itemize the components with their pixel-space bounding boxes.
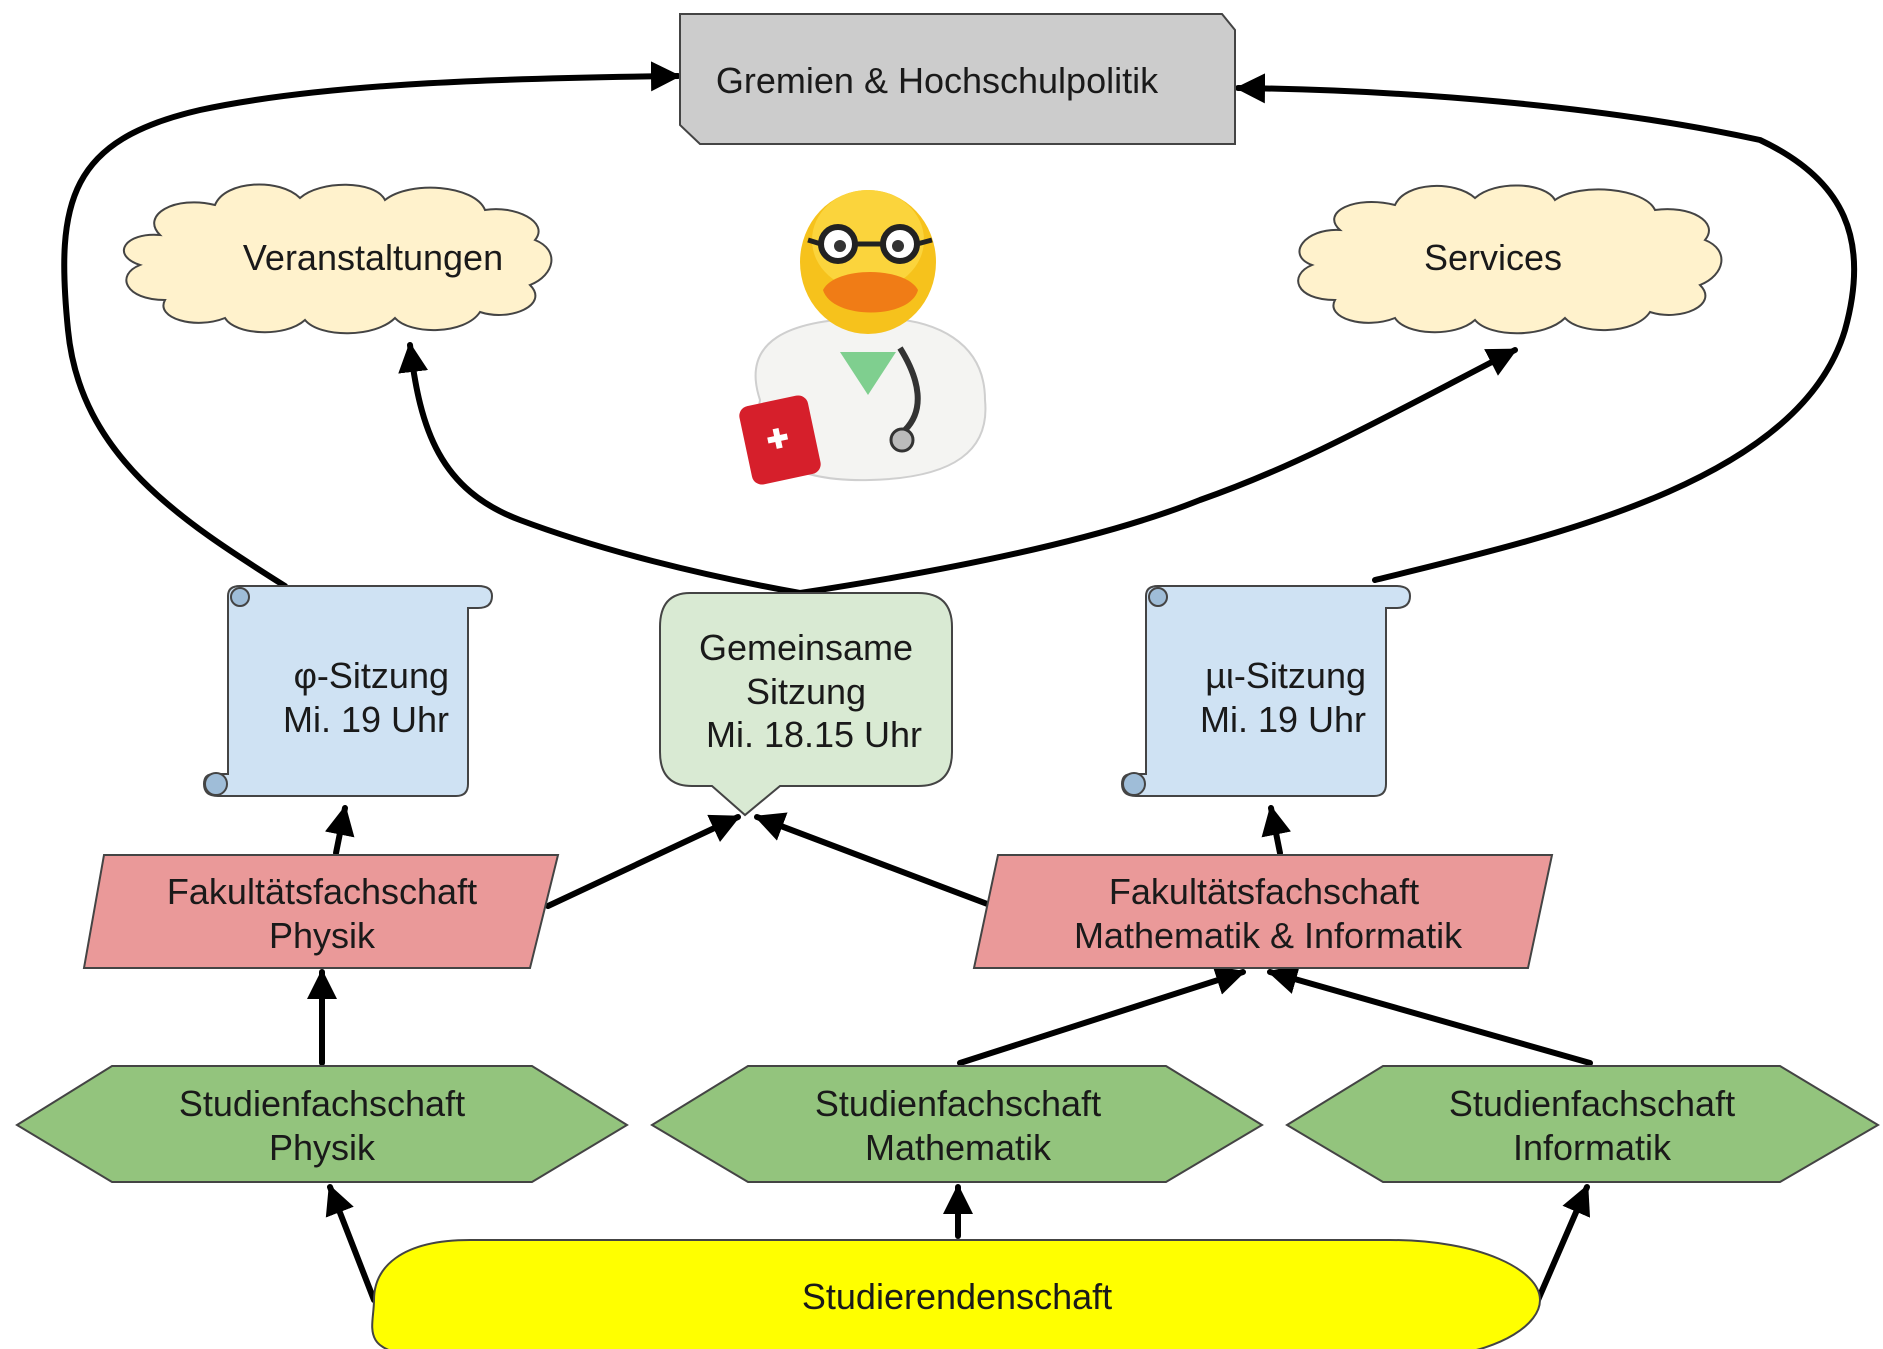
veranstaltungen-label: Veranstaltungen xyxy=(243,237,503,278)
gemeinsam-line1: Gemeinsame xyxy=(699,627,913,668)
node-stud-info: Studienfachschaft Informatik xyxy=(1285,1065,1880,1183)
fak-physik-shape xyxy=(82,854,560,969)
rubber-duck-doctor-icon xyxy=(739,190,987,485)
edge-fakmathinf-to-gemeinsam xyxy=(754,812,993,908)
cloud-veranstaltungen-shape xyxy=(123,183,553,335)
svg-text:Informatik: Informatik xyxy=(1513,1127,1672,1168)
stud-info-shape xyxy=(1285,1065,1880,1183)
node-studierendenschaft: Studierendenschaft xyxy=(371,1239,1542,1349)
svg-text:Studienfachschaft: Studienfachschaft xyxy=(815,1083,1101,1124)
node-fak-mathinf: Fakultätsfachschaft Mathematik & Informa… xyxy=(972,854,1554,969)
fak-physik-line1: Fakultätsfachschaft xyxy=(167,871,477,912)
node-stud-physik: Studienfachschaft Physik xyxy=(15,1065,629,1183)
svg-text:Gremien & Hochschulpolitik: Gremien & Hochschulpolitik xyxy=(716,60,1159,101)
cloud-services-shape xyxy=(1297,184,1723,335)
studierendenschaft-label: Studierendenschaft xyxy=(802,1276,1112,1317)
svg-text:Mi. 19 Uhr: Mi. 19 Uhr xyxy=(1200,699,1366,740)
stud-mathe-line1: Studienfachschaft xyxy=(815,1083,1101,1124)
edge-studmathe-to-fakmathinf xyxy=(957,965,1246,1066)
stud-physik-line1: Studienfachschaft xyxy=(179,1083,465,1124)
svg-text:Fakultätsfachschaft: Fakultätsfachschaft xyxy=(167,871,477,912)
node-stud-mathe: Studienfachschaft Mathematik xyxy=(650,1065,1264,1183)
svg-text:Mathematik: Mathematik xyxy=(865,1127,1052,1168)
mui-sitzung-line1: µι-Sitzung xyxy=(1205,655,1366,696)
fak-mathinf-line1: Fakultätsfachschaft xyxy=(1109,871,1419,912)
edge-mui-to-gremien xyxy=(1235,73,1858,583)
node-gremien: Gremien & Hochschulpolitik xyxy=(679,13,1236,145)
svg-text:Studienfachschaft: Studienfachschaft xyxy=(1449,1083,1735,1124)
svg-text:Fakultätsfachschaft: Fakultätsfachschaft xyxy=(1109,871,1419,912)
edge-gemeinsam-to-veranstaltungen xyxy=(398,342,803,596)
svg-text:Physik: Physik xyxy=(269,1127,376,1168)
edge-studierende-to-studinfo xyxy=(1535,1184,1591,1303)
stud-physik-line2: Physik xyxy=(269,1127,376,1168)
node-veranstaltungen: Veranstaltungen xyxy=(123,183,553,335)
stud-mathe-shape xyxy=(650,1065,1264,1183)
scroll-mui-shape xyxy=(1120,585,1412,797)
svg-text:Gemeinsame: Gemeinsame xyxy=(699,627,913,668)
svg-text:Mi. 18.15 Uhr: Mi. 18.15 Uhr xyxy=(706,714,922,755)
svg-text:Mi. 19 Uhr: Mi. 19 Uhr xyxy=(283,699,449,740)
svg-text:Mathematik & Informatik: Mathematik & Informatik xyxy=(1074,915,1463,956)
fak-physik-line2: Physik xyxy=(269,915,376,956)
mui-sitzung-line2: Mi. 19 Uhr xyxy=(1200,699,1366,740)
stud-info-line1: Studienfachschaft xyxy=(1449,1083,1735,1124)
studierendenschaft-shape xyxy=(371,1239,1542,1349)
gemeinsam-line2: Sitzung xyxy=(746,671,866,712)
scroll-phi-shape xyxy=(202,585,494,797)
node-services: Services xyxy=(1297,184,1723,335)
svg-text:φ-Sitzung: φ-Sitzung xyxy=(294,655,449,696)
edge-phi-to-gremien xyxy=(61,61,681,589)
edges xyxy=(61,61,1858,1303)
edge-studierende-to-studphysik xyxy=(325,1184,377,1303)
services-label: Services xyxy=(1424,237,1562,278)
stud-info-line2: Informatik xyxy=(1513,1127,1672,1168)
svg-text:Services: Services xyxy=(1424,237,1562,278)
edge-fakphysik-to-phi xyxy=(324,805,355,856)
svg-text:Sitzung: Sitzung xyxy=(746,671,866,712)
gremien-shape xyxy=(679,13,1236,145)
fak-mathinf-line2: Mathematik & Informatik xyxy=(1074,915,1463,956)
svg-text:Veranstaltungen: Veranstaltungen xyxy=(243,237,503,278)
gremien-label: Gremien & Hochschulpolitik xyxy=(716,60,1159,101)
gemeinsam-line3: Mi. 18.15 Uhr xyxy=(706,714,922,755)
edge-gemeinsam-to-services xyxy=(797,347,1518,596)
svg-text:Studierendenschaft: Studierendenschaft xyxy=(802,1276,1112,1317)
fak-mathinf-shape xyxy=(972,854,1554,969)
node-gemeinsame-sitzung: Gemeinsame Sitzung Mi. 18.15 Uhr xyxy=(659,592,953,817)
node-fak-physik: Fakultätsfachschaft Physik xyxy=(82,854,560,969)
node-phi-sitzung: φ-Sitzung Mi. 19 Uhr xyxy=(202,585,494,797)
node-mui-sitzung: µι-Sitzung Mi. 19 Uhr xyxy=(1120,585,1412,797)
stud-physik-shape xyxy=(15,1065,629,1183)
phi-sitzung-line1: φ-Sitzung xyxy=(294,655,449,696)
svg-text:µι-Sitzung: µι-Sitzung xyxy=(1205,655,1366,696)
svg-text:Studienfachschaft: Studienfachschaft xyxy=(179,1083,465,1124)
edge-studinfo-to-fakmathinf xyxy=(1267,964,1593,1066)
phi-sitzung-line2: Mi. 19 Uhr xyxy=(283,699,449,740)
edge-fakmathinf-to-mui xyxy=(1261,805,1292,856)
stud-mathe-line2: Mathematik xyxy=(865,1127,1052,1168)
edge-fakphysik-to-gemeinsam xyxy=(545,814,741,909)
callout-gemeinsam-shape xyxy=(659,592,953,817)
svg-text:Physik: Physik xyxy=(269,915,376,956)
